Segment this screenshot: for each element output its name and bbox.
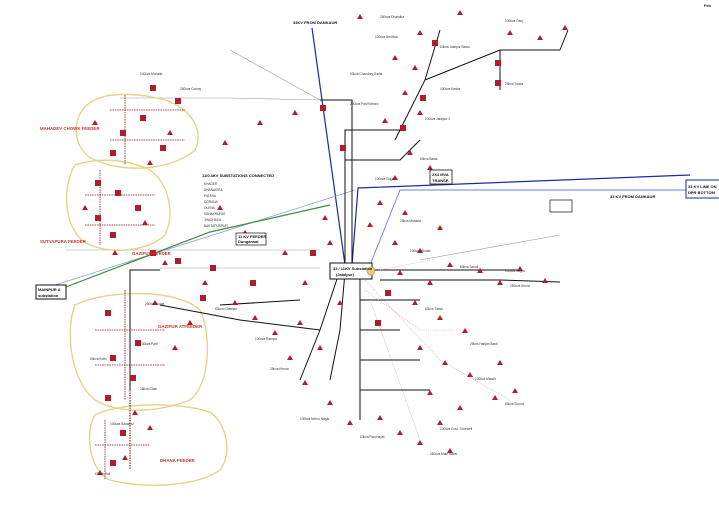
node-label: 100kva Nagla [505,269,525,273]
dungarwal-label-2: Dungarwal [238,239,258,244]
node-label: 250kva Colony [180,87,201,91]
legend-item: BAKTAPURPUR [204,224,228,228]
node-label: 63kva Chaudhry Sadar [350,72,384,76]
transformer-box [429,169,453,185]
legend-item: PATARA [204,194,217,198]
lt-lines [364,259,511,441]
node-label: 100kva Bhatta [410,249,431,253]
node-label: 63kva Jalalpur Bazar [440,45,471,49]
legend-item: SAHAKHURAT [204,212,226,216]
dungarwal-label-1: 11 KV FEEDER [238,234,266,239]
legend-item: JHADHASIL [204,218,222,222]
substation-legend: 11/0.4KV SUBSTATIONS CONNECTED KHADER DH… [202,173,274,228]
33kv-lines [54,27,691,286]
node-label: 100kva Gujjar [375,177,396,181]
right-source-box [685,179,719,199]
top-source-label: 33KV FROM DANKAUR [293,20,337,25]
legend-item: OLENA [204,206,216,210]
node-labels: 250kva Dhandha 100kva Budhwa 63kva Jalal… [90,15,530,476]
node-label: 63kva Sanoli [460,265,479,269]
legend-item: DORANA [204,200,219,204]
legend-item: DHANAKIRA [204,188,223,192]
node-label: 100kva Budhwa [375,35,398,39]
node-label: 100kva Govt. Tubewell [440,427,473,431]
distribution-transformers [95,40,501,466]
node-label: 250kva Main Bazar [430,452,458,456]
feeder-boundaries [65,93,228,486]
legend-item: KHADER [204,182,218,186]
feeder-name-3: GAZIPUR FEEDER [132,251,172,256]
node-label: 25kva Harijan Basti [470,342,498,346]
node-label: 25kva Chak [140,387,157,391]
node-label: 63kva Kothi [90,357,107,361]
node-label: 100kva Nehru Nagar [300,417,330,421]
node-label: 63kva Ghasipur [215,307,238,311]
node-label: 100kva Mandir [475,377,497,381]
right-source-caption: 33 KV FROM DANKAUR [610,194,655,199]
node-label: 63kva School [505,402,524,406]
transformer-label-2: TRANSF. [432,178,449,183]
node-label: 250kva Khurd [510,284,530,288]
dungarwal-box [235,232,267,246]
node-label: 25kva Kheda [270,367,289,371]
node-label: 100kva Sadarpur [110,422,135,426]
left-substation-label-1: MAINPUR A [38,287,61,292]
node-label: 100kva Mohalla [140,72,163,76]
node-label: 63kva Jhal [95,472,111,476]
substation-marker [366,266,376,276]
corner-label: Feb [703,3,711,8]
right-source-label-2: DPR BOTTOM [688,190,715,195]
feeder-name-1: MAHADEV CHOWK FEEDER [40,126,100,131]
node-label: 100kva Ganj [505,19,523,23]
left-substation-label-2: substation [38,293,59,298]
node-label: 250kva Pati Kherani [350,102,379,106]
feeder-name-2: SUTYAPURA FEEDER [40,239,87,244]
green-line [57,204,331,291]
right-sub-box [549,199,573,213]
node-label: 100kva Patti [140,342,158,346]
node-label: 250kva Kuwa [145,302,164,306]
node-label: 100kva Jalalpur 2 [425,117,450,121]
substation-label-2: (Jalalpur) [336,272,355,277]
node-label: 63kva Basai [420,157,438,161]
right-source-label-1: 33 KV LINE ON [688,184,717,189]
feeder-name-4: GAZIPUR ATFEEDER [158,324,203,329]
transformer-label-1: 2X4 MVA [432,172,449,177]
left-substation-box [35,284,67,300]
legend-title: 11/0.4KV SUBSTATIONS CONNECTED [202,173,274,178]
node-label: 63kva Panchayat [360,435,385,439]
roads [65,49,561,269]
node-label: 25kva Tanda [505,82,523,86]
node-label: 100kva Rampur [255,337,278,341]
feeder-name-5: DHANA FEEDER [160,458,196,463]
substation-label-1: 33 / 11KV Substation [333,266,373,271]
node-label: 25kva Maharia [400,219,421,223]
node-label: 100kva Kasba [440,87,460,91]
node-label: 250kva Dhandha [380,15,404,19]
node-label: 63kva Tiwari [425,307,443,311]
feeder-lines [85,95,185,480]
transformer-symbols [82,10,568,475]
